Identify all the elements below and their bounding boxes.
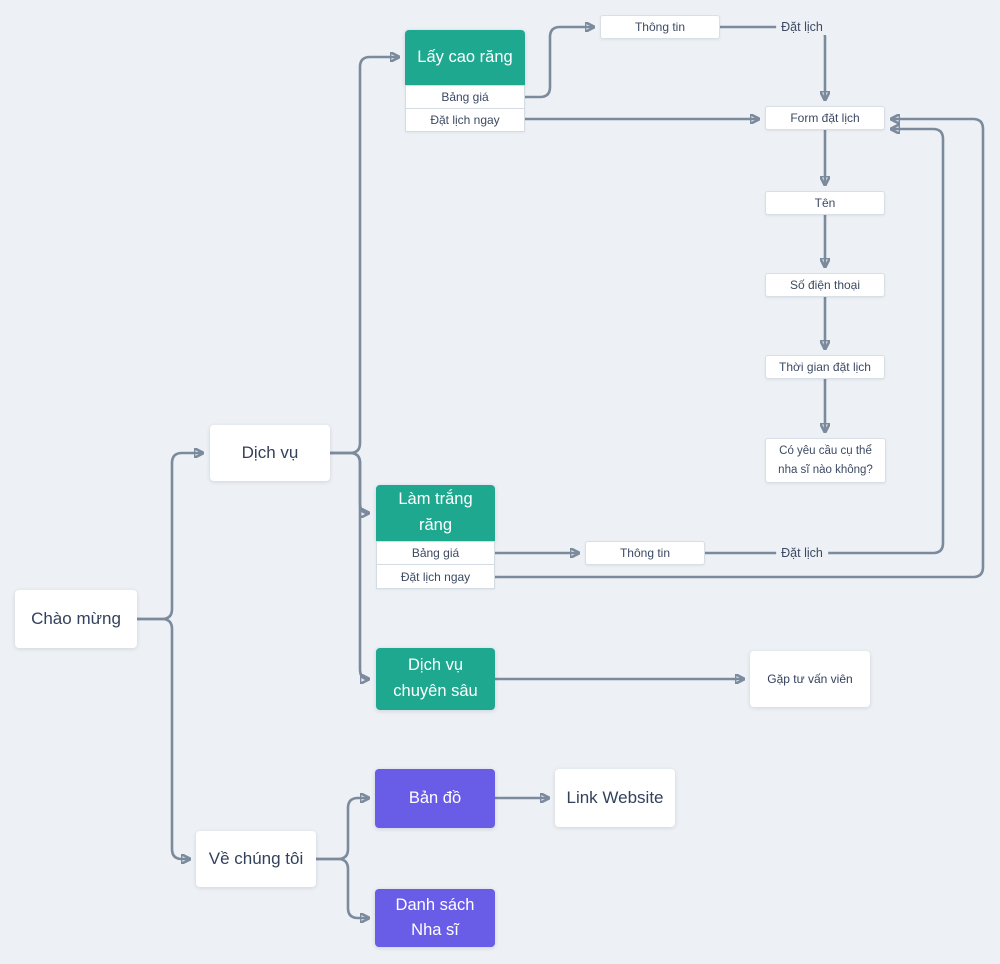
node-phone-label: Số điện thoại xyxy=(789,278,861,292)
node-phone[interactable]: Số điện thoại xyxy=(765,273,885,297)
node-info-top[interactable]: Thông tin xyxy=(600,15,720,39)
node-scaling-title: Lấy cao răng xyxy=(417,47,513,66)
node-dentist-request[interactable]: Có yêu cầu cụ thể nha sĩ nào không? xyxy=(765,438,886,483)
node-map-label: Bản đồ xyxy=(408,789,462,808)
edge-info-mid-form xyxy=(705,129,945,555)
edge-welcome-services xyxy=(137,453,202,621)
node-booking-form-label: Form đặt lịch xyxy=(790,111,860,125)
node-whitening-book-button[interactable]: Đặt lịch ngay xyxy=(376,564,495,589)
edge-whitening-book-form xyxy=(495,119,985,579)
node-info-mid[interactable]: Thông tin xyxy=(585,541,705,565)
node-scaling-book-label: Đặt lịch ngay xyxy=(430,113,500,127)
node-info-mid-label: Thông tin xyxy=(619,546,671,560)
edge-label-booking-mid: Đặt lịch xyxy=(776,545,828,561)
node-whitening[interactable]: Làm trắng răng xyxy=(376,485,495,541)
node-name[interactable]: Tên xyxy=(765,191,885,215)
node-name-label: Tên xyxy=(814,196,836,210)
node-services[interactable]: Dịch vụ xyxy=(210,425,330,481)
node-about-label: Về chúng tôi xyxy=(208,849,304,868)
node-booking-form[interactable]: Form đặt lịch xyxy=(765,106,885,130)
node-dentist-list-line1: Danh sách xyxy=(395,896,475,915)
edge-services-deep-service xyxy=(330,451,368,679)
edge-services-whitening xyxy=(330,451,368,513)
node-services-label: Dịch vụ xyxy=(241,443,299,462)
node-welcome-label: Chào mừng xyxy=(31,609,121,628)
node-dentist-request-line1: Có yêu cầu cụ thể xyxy=(779,445,872,458)
node-scaling[interactable]: Lấy cao răng xyxy=(405,30,525,85)
edge-scaling-price-info xyxy=(525,27,593,99)
edge-about-dentist-list xyxy=(316,857,368,918)
node-scaling-price-button[interactable]: Bảng giá xyxy=(405,85,525,109)
node-website-link-label: Link Website xyxy=(566,788,664,807)
node-whitening-title-line1: Làm trắng xyxy=(398,490,473,509)
node-booking-time-label: Thời gian đặt lịch xyxy=(779,360,871,374)
node-deep-service-line2: chuyên sâu xyxy=(393,682,478,700)
node-scaling-price-label: Bảng giá xyxy=(441,90,489,104)
edge-welcome-about xyxy=(137,617,189,859)
node-website-link[interactable]: Link Website xyxy=(555,769,675,827)
node-booking-time[interactable]: Thời gian đặt lịch xyxy=(765,355,885,379)
edge-info-top-form xyxy=(720,25,825,99)
node-deep-service[interactable]: Dịch vụ chuyên sâu xyxy=(376,648,495,710)
edge-services-scaling xyxy=(330,57,398,455)
node-whitening-price-label: Bảng giá xyxy=(411,546,460,560)
node-about[interactable]: Về chúng tôi xyxy=(196,831,316,887)
node-advisor-label: Gặp tư vấn viên xyxy=(767,672,853,686)
edge-about-map xyxy=(316,798,368,861)
node-welcome[interactable]: Chào mừng xyxy=(15,590,137,648)
node-deep-service-line1: Dịch vụ xyxy=(407,656,464,675)
node-map[interactable]: Bản đồ xyxy=(375,769,495,828)
node-whitening-price-button[interactable]: Bảng giá xyxy=(376,541,495,565)
node-whitening-book-label: Đặt lịch ngay xyxy=(400,569,471,584)
node-whitening-title-line2: răng xyxy=(418,516,453,534)
node-scaling-book-button[interactable]: Đặt lịch ngay xyxy=(405,108,525,132)
node-advisor[interactable]: Gặp tư vấn viên xyxy=(750,651,870,707)
node-dentist-list-line2: Nha sĩ xyxy=(411,921,459,939)
node-dentist-list[interactable]: Danh sách Nha sĩ xyxy=(375,889,495,947)
node-dentist-request-line2: nha sĩ nào không? xyxy=(778,463,873,476)
node-info-top-label: Thông tin xyxy=(634,20,686,34)
edge-label-booking-top: Đặt lịch xyxy=(776,19,828,35)
